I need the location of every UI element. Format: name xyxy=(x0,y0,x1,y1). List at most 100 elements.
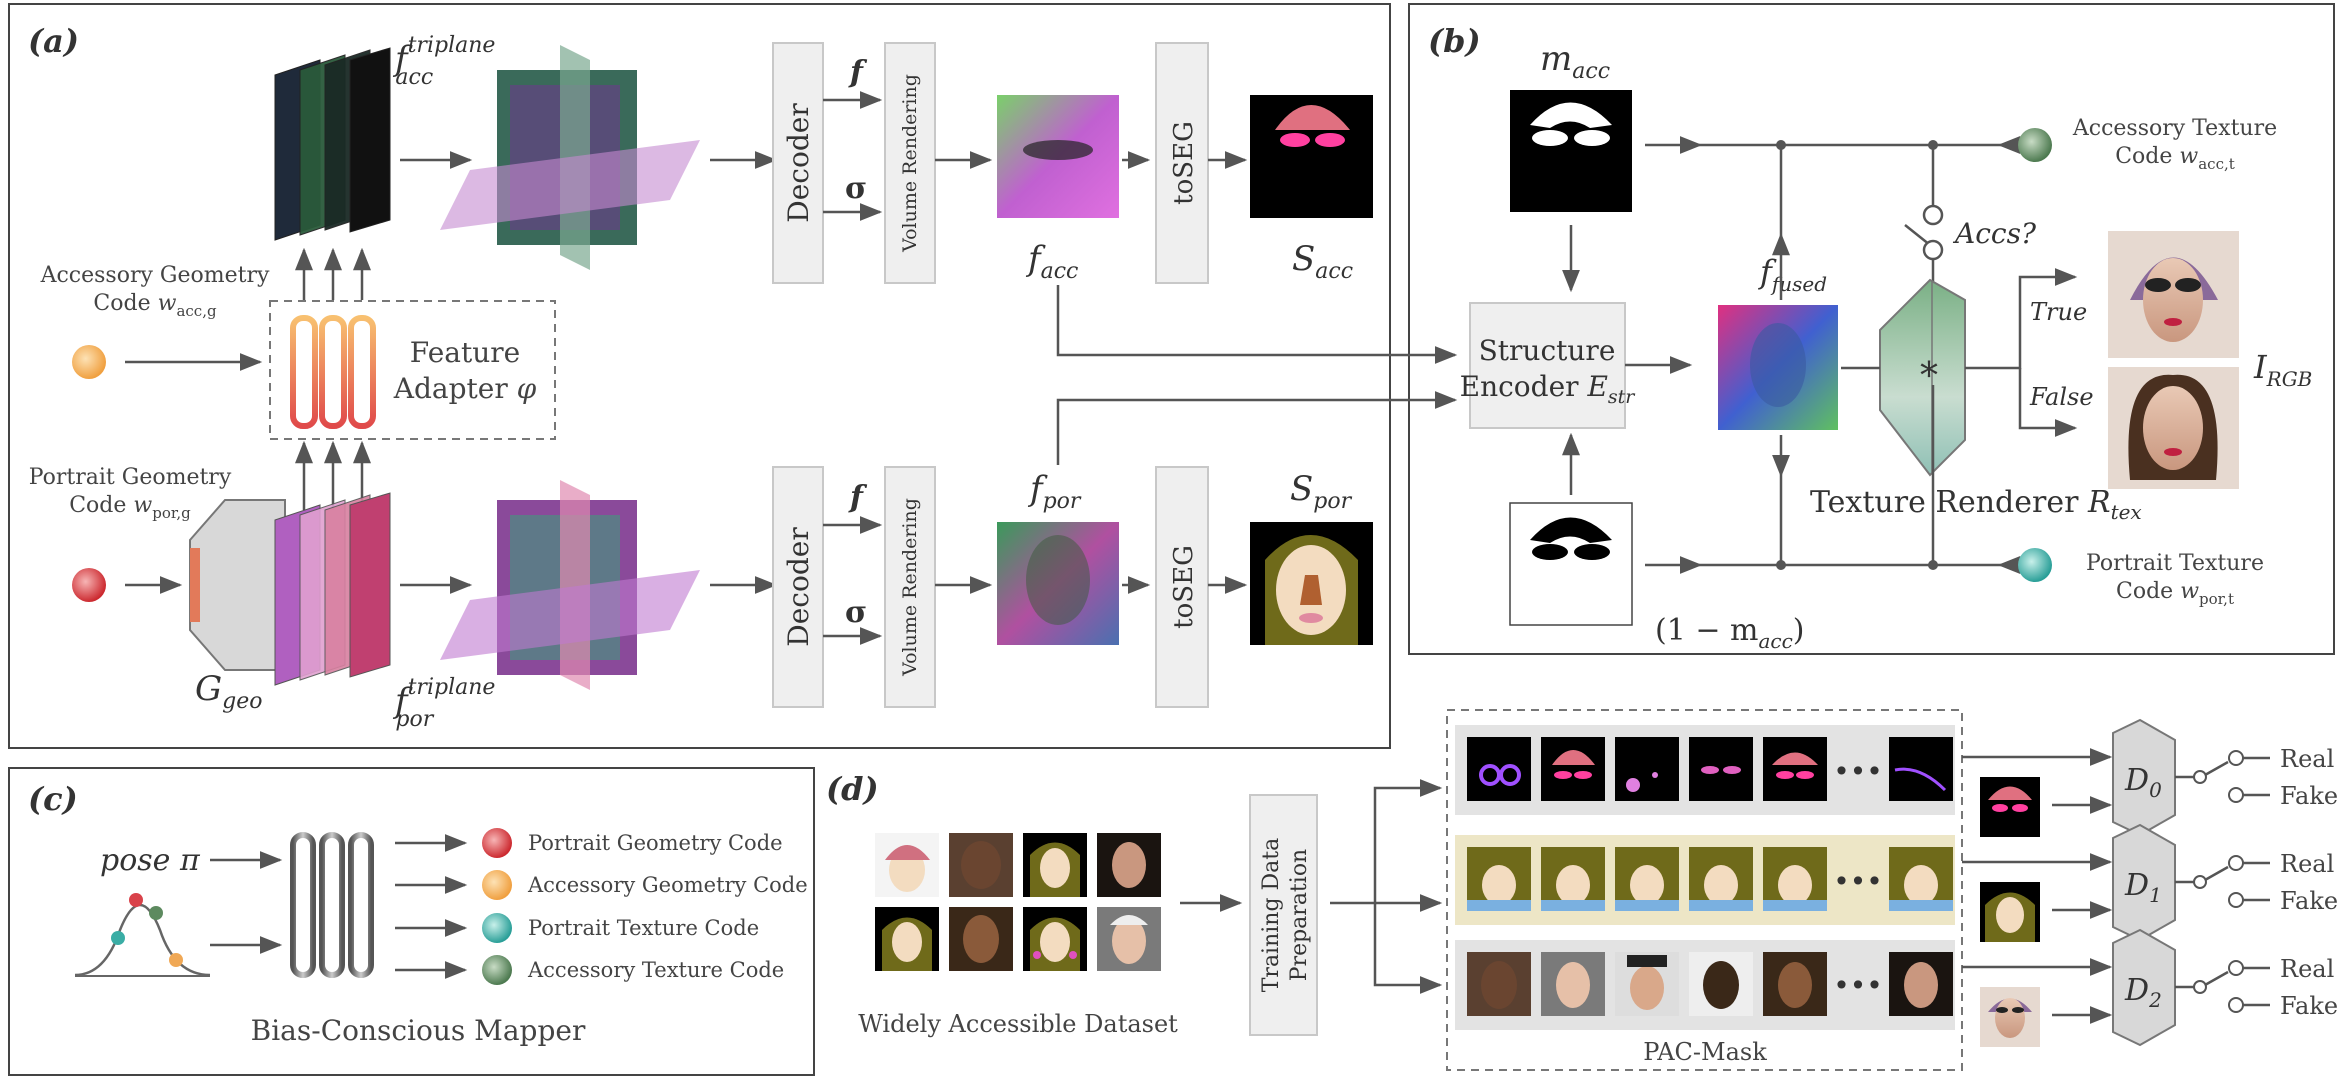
discriminator-1-label: D1 xyxy=(2124,868,2162,907)
fake-label-1: Fake xyxy=(2280,887,2338,915)
d0-extra-input xyxy=(1980,777,2040,837)
sigma-symbol-bottom: σ xyxy=(845,595,867,630)
f-symbol-top: f xyxy=(848,55,868,90)
s-por-label: Spor xyxy=(1290,469,1353,514)
false-label: False xyxy=(2029,383,2094,411)
sigma-symbol-top: σ xyxy=(845,171,867,206)
structure-encoder-line2: Encoder Estr xyxy=(1460,370,1637,408)
portrait-geometry-code-dot xyxy=(72,568,106,602)
training-data-preparation-box xyxy=(1249,794,1318,1036)
g-geo-label: Ggeo xyxy=(195,669,263,714)
feature-adapter-box xyxy=(269,300,556,440)
panel-b-frame xyxy=(1408,3,2335,655)
mapper-output-0: Portrait Geometry Code xyxy=(528,831,783,855)
toseg-top-label: toSEG xyxy=(1169,121,1199,205)
real-fake-switch-1 xyxy=(2175,855,2270,908)
panel-c-label: (c) xyxy=(28,780,78,818)
accessory-texture-code-line2: Code wacc,t xyxy=(2115,144,2235,173)
accessory-texture-code-dot xyxy=(2018,128,2052,162)
real-fake-switch-2 xyxy=(2175,960,2270,1013)
volume-rendering-top-label: Volume Rendering xyxy=(899,74,921,253)
real-fake-switch-0 xyxy=(2175,750,2270,803)
f-acc-label: facc xyxy=(1025,239,1078,284)
switch-lever xyxy=(1904,224,1931,246)
discriminator-2-label: D2 xyxy=(2124,973,2162,1012)
f-fused-label: ffused xyxy=(1758,253,1827,296)
i-rgb-label: IRGB xyxy=(2253,348,2312,391)
structure-encoder-line1: Structure xyxy=(1479,334,1616,367)
pose-label: pose π xyxy=(100,843,201,878)
switch-top-terminal xyxy=(1922,204,1944,226)
feature-adapter-line2: Adapter φ xyxy=(393,372,537,405)
decoder-bottom-label: Decoder xyxy=(782,527,815,647)
portrait-triplane-3d xyxy=(440,480,700,690)
texture-renderer-block xyxy=(1879,278,1966,477)
portrait-geometry-code-line2: Code wpor,g xyxy=(69,493,191,522)
portrait-texture-code-line2: Code wpor,t xyxy=(2116,579,2234,608)
f-por-label: fpor xyxy=(1027,469,1082,514)
fake-label-2: Fake xyxy=(2280,992,2338,1020)
accs-question: Accs? xyxy=(1952,217,2037,250)
f-symbol-bottom: f xyxy=(848,480,868,515)
panel-b-label: (b) xyxy=(1428,22,1481,60)
volume-rendering-top-box xyxy=(884,42,936,284)
bias-conscious-mapper-title: Bias-Conscious Mapper xyxy=(251,1014,586,1047)
d2-extra-input xyxy=(1980,987,2040,1047)
discriminator-2: D2 xyxy=(2112,928,2176,1047)
pac-mask-label: PAC-Mask xyxy=(1643,1038,1767,1066)
accessory-triplane-stack xyxy=(274,47,391,241)
portrait-geometry-code-line1: Portrait Geometry xyxy=(29,465,232,490)
portrait-geometry-code-legend-dot xyxy=(482,828,512,858)
accessory-geometry-code-legend-dot xyxy=(482,870,512,900)
panel-d-label: (d) xyxy=(826,770,879,808)
output-image-with-accessory xyxy=(2108,231,2239,358)
one-minus-m-acc-label: (1 − macc) xyxy=(1655,613,1805,653)
toseg-top-box xyxy=(1155,42,1209,284)
s-acc-label: Sacc xyxy=(1292,239,1353,284)
real-label-2: Real xyxy=(2280,955,2334,983)
discriminator-0-label: D0 xyxy=(2124,763,2162,802)
d1-extra-input xyxy=(1980,882,2040,942)
accessory-texture-code-legend-dot xyxy=(482,955,512,985)
portrait-texture-code-dot xyxy=(2018,548,2052,582)
accessory-geometry-code-dot xyxy=(72,345,106,379)
portrait-texture-code-line1: Portrait Texture xyxy=(2086,551,2264,576)
pac-row-2-thumbnails xyxy=(1467,952,1953,1016)
pac-row-1-ellipsis: ••• xyxy=(1833,865,1883,898)
toseg-bottom-box xyxy=(1155,466,1209,708)
discriminator-0: D0 xyxy=(2112,718,2176,837)
dataset-thumbnail-grid xyxy=(875,833,1161,971)
accessory-texture-code-line1: Accessory Texture xyxy=(2072,116,2277,141)
accessory-geometry-code-line1: Accessory Geometry xyxy=(40,263,270,288)
feature-adapter-line1: Feature xyxy=(410,336,520,369)
bias-conscious-mapper-icon xyxy=(290,832,374,978)
training-data-preparation-line2: Preparation xyxy=(1287,849,1312,981)
pose-distribution-icon xyxy=(74,893,211,977)
training-data-preparation-line1: Training Data xyxy=(1259,838,1284,993)
texture-renderer-asterisk: * xyxy=(1920,356,1938,397)
real-label-1: Real xyxy=(2280,850,2334,878)
portrait-texture-code-legend-dot xyxy=(482,913,512,943)
pac-mask-box xyxy=(1446,709,1963,1071)
accessory-geometry-code-line2: Code wacc,g xyxy=(93,291,217,320)
decoder-bottom-box xyxy=(772,466,824,708)
panel-a-label: (a) xyxy=(28,22,79,60)
portrait-triplane-stack xyxy=(274,492,391,686)
switch-bottom-terminal xyxy=(1922,239,1944,261)
dataset-label: Widely Accessible Dataset xyxy=(858,1010,1178,1038)
mapper-output-2: Portrait Texture Code xyxy=(528,916,759,940)
volume-rendering-bottom-box xyxy=(884,466,936,708)
toseg-bottom-label: toSEG xyxy=(1169,545,1199,629)
real-label-0: Real xyxy=(2280,745,2334,773)
structure-encoder-box xyxy=(1469,302,1626,429)
volume-rendering-bottom-label: Volume Rendering xyxy=(899,498,921,677)
decoder-top-label: Decoder xyxy=(782,103,815,223)
pac-row-2-ellipsis: ••• xyxy=(1833,969,1883,1002)
true-label: True xyxy=(2030,298,2087,326)
pac-row-0-thumbnails xyxy=(1467,737,1953,801)
texture-renderer-label: Texture Renderer Rtex xyxy=(1810,485,2142,524)
accessory-triplane-3d xyxy=(440,45,700,270)
output-image-without-accessory xyxy=(2108,367,2239,489)
